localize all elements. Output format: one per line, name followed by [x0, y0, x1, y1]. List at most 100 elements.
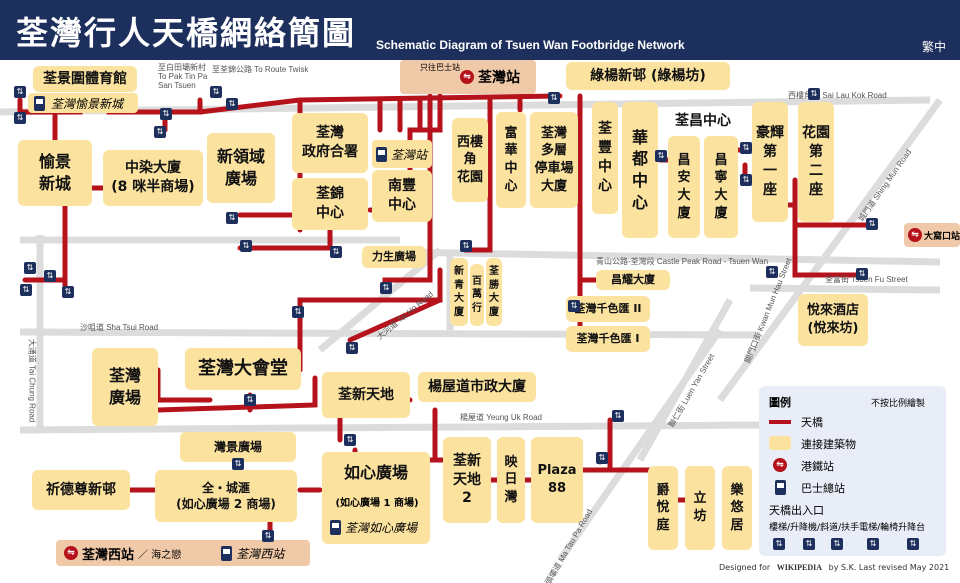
wheelchair-lift-icon: ⇅: [907, 538, 919, 550]
building-chuen-cheong[interactable]: 荃昌中心: [675, 112, 731, 129]
building-chung-yim[interactable]: 中染大廈 (8 咪半商場): [103, 150, 203, 206]
building-tw-plaza[interactable]: 荃灣 廣場: [92, 348, 158, 426]
only-to-bus-note: 只往巴士站: [420, 63, 460, 72]
building-chuen-fung[interactable]: 荃 豐 中 心: [592, 102, 618, 214]
building-parc-city[interactable]: 爵 悅 庭: [648, 466, 678, 550]
building-citywalk-tsw[interactable]: 荃新天地: [322, 372, 410, 418]
road-castle-peak: 青山公路-荃灣段 Castle Peak Road - Tsuen Wan: [596, 257, 769, 266]
building-hoh-fai-2[interactable]: 花園 第 二 座: [798, 102, 834, 222]
building-million-fortune[interactable]: 百 萬 行: [470, 264, 484, 326]
escalator-icon: ⇅: [867, 538, 879, 550]
legend-exit-desc: 樓梯/升降機/斜道/扶手電梯/輪椅升降台: [769, 523, 926, 533]
mtr-icon: ⇋: [460, 70, 474, 84]
exit-icon: ⇅: [346, 342, 358, 354]
station-tsuen-wan-west[interactable]: ⇋ 荃灣西站 ／ 海之戀 荃灣西站: [56, 540, 310, 566]
exit-icon: ⇅: [460, 240, 472, 252]
exit-icon: ⇅: [262, 530, 274, 542]
exit-icon: ⇅: [655, 150, 667, 162]
mtr-icon: ⇋: [908, 228, 922, 242]
station-label: 荃灣西站: [82, 547, 135, 563]
legend-exit-title: 天橋出入口: [769, 504, 824, 517]
building-citywalk-2[interactable]: 荃灣千色匯 II: [566, 296, 650, 322]
credit-line: Designed for WIKIPEDIA by S.K. Last revi…: [719, 563, 949, 572]
map-title-english: Schematic Diagram of Tsuen Wan Footbridg…: [376, 38, 685, 52]
building-ocean-pride[interactable]: 映 日 灣: [497, 437, 525, 523]
building-citywalk-2-tsw[interactable]: 荃新 天地 2: [443, 437, 491, 523]
building-hoh-fai-1[interactable]: 豪輝 第 一 座: [752, 102, 788, 222]
exit-icon: ⇅: [44, 270, 56, 282]
wikipedia-logo: WIKIPEDIA: [776, 563, 823, 572]
exit-icon: ⇅: [856, 268, 868, 280]
station-label: 荃灣站: [478, 70, 520, 86]
building-chuen-shing[interactable]: 荃 勝 大 廈: [486, 258, 502, 326]
building-town-hall[interactable]: 荃灣大會堂: [185, 348, 301, 390]
exit-icon: ⇅: [160, 108, 172, 120]
building-nina-tower[interactable]: 如心廣場: [322, 452, 430, 544]
station-label: 大窩口站: [924, 231, 960, 242]
ramp-icon: ⇅: [831, 538, 843, 550]
building-luk-yeung[interactable]: 綠楊新邨 (綠楊坊): [566, 62, 730, 90]
building-cheong-yiu[interactable]: 昌耀大廈: [596, 270, 670, 290]
building-sai-lau-kok[interactable]: 西樓 角 花園: [452, 118, 488, 202]
bus-terminus-nina[interactable]: 荃灣如心廣場: [326, 514, 426, 540]
road-sha-tsui: 沙咀道 Sha Tsui Road: [80, 323, 159, 332]
exit-icon: ⇅: [866, 218, 878, 230]
station-tai-wo-hau[interactable]: ⇋ 大窩口站: [904, 223, 960, 247]
building-clague-garden[interactable]: 祈德尊新邨: [32, 470, 130, 510]
exit-icon: ⇅: [240, 240, 252, 252]
building-the-mall[interactable]: 全・城滙 (如心廣場 2 商場): [155, 470, 297, 522]
mtr-icon: ⇋: [64, 546, 78, 560]
building-yeung-uk-complex[interactable]: 楊屋道市政大廈: [418, 372, 536, 402]
exit-icon: ⇅: [344, 434, 356, 446]
station-tsuen-wan[interactable]: ⇋ 荃灣站: [400, 60, 536, 94]
exit-icon: ⇅: [154, 126, 166, 138]
credit-designed: Designed for: [719, 563, 771, 572]
header-bar: 荃灣行人天橋網絡簡圖 Schematic Diagram of Tsuen Wa…: [0, 0, 960, 60]
exit-icon: ⇅: [226, 98, 238, 110]
bus-terminus-yuk[interactable]: 荃灣愉景新城: [28, 93, 138, 113]
exit-icon: ⇅: [62, 286, 74, 298]
exit-icon: ⇅: [232, 458, 244, 470]
exit-icon: ⇅: [14, 112, 26, 124]
building-cheong-on[interactable]: 昌 安 大 廈: [668, 136, 700, 238]
building-new-horizon[interactable]: 新領域 廣場: [207, 133, 275, 203]
legend-bus-icon: [775, 480, 786, 495]
note-route-twisk: 至荃錦公路 To Route Twisk: [212, 65, 309, 74]
exit-icon: ⇅: [766, 266, 778, 278]
building-panda-hotel[interactable]: 悅來酒店 (悅來坊): [798, 294, 868, 346]
exit-icon: ⇅: [380, 282, 392, 294]
exit-icon: ⇅: [226, 212, 238, 224]
road-sai-lau-kok: 西樓角路 Sai Lau Kok Road: [788, 91, 887, 100]
legend-building-swatch: [769, 436, 791, 450]
building-citywalk-1[interactable]: 荃灣千色匯 I: [566, 326, 650, 352]
building-cheong-ning[interactable]: 昌 寧 大 廈: [704, 136, 738, 238]
building-nan-fung[interactable]: 南豐 中心: [372, 170, 432, 222]
station-extra-label: ／ 海之戀: [138, 549, 182, 561]
legend-bridge-label: 天橋: [801, 416, 823, 429]
legend-building-label: 連接建築物: [801, 438, 856, 451]
building-yuk-sports[interactable]: 荃景圍體育館: [33, 66, 137, 92]
building-chuen-kam[interactable]: 荃錦 中心: [292, 178, 368, 230]
legend-scale-note: 不按比例繪製: [871, 399, 926, 409]
building-fu-wah[interactable]: 富 華 中 心: [496, 112, 526, 208]
note-pak-tin-pa: 至白田壩新村 To Pak Tin Pa San Tsuen: [158, 63, 208, 90]
building-lik-sang[interactable]: 力生廣場: [362, 246, 426, 268]
building-sun-ching[interactable]: 新 青 大 廈: [450, 258, 468, 326]
building-plaza-88[interactable]: Plaza 88: [531, 437, 583, 523]
exit-icon: ⇅: [612, 410, 624, 422]
bus-terminus-tw[interactable]: 荃灣站: [372, 140, 432, 168]
building-bay-view[interactable]: 灣景廣場: [180, 432, 296, 462]
exit-icon: ⇅: [292, 306, 304, 318]
language-toggle[interactable]: 繁中: [921, 40, 946, 54]
building-carpark[interactable]: 荃灣 多層 停車場 大廈: [530, 112, 578, 208]
exit-icon: ⇅: [330, 246, 342, 258]
building-lok-yau[interactable]: 樂 悠 居: [722, 466, 752, 550]
exit-icon: ⇅: [596, 452, 608, 464]
lift-icon: ⇅: [803, 538, 815, 550]
building-lapis[interactable]: 立 坊: [685, 466, 715, 550]
building-waldorf[interactable]: 華 都 中 心: [622, 102, 658, 238]
exit-icon: ⇅: [24, 262, 36, 274]
exit-icon: ⇅: [568, 300, 580, 312]
building-yukon-city[interactable]: 愉景 新城: [18, 140, 92, 206]
building-govt-offices[interactable]: 荃灣 政府合署: [292, 113, 368, 173]
